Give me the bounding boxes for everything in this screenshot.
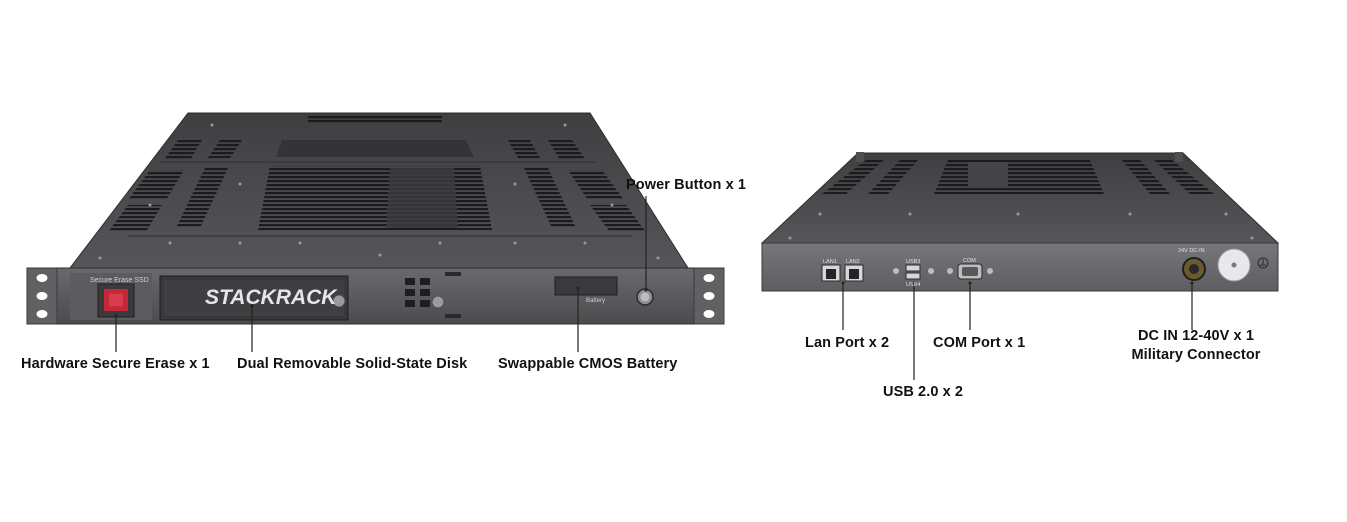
label-dual-removable-ssd: Dual Removable Solid-State Disk [237,356,468,372]
leader-lines [115,196,1193,380]
com-print: COM [963,258,976,264]
usb3-print: USB3 [906,259,920,265]
label-usb: USB 2.0 x 2 [883,384,964,400]
label-dc-in-line1: DC IN 12-40V x 1 [1137,328,1255,344]
label-hardware-secure-erase: Hardware Secure Erase x 1 [21,356,210,372]
label-lan-port: Lan Port x 2 [805,335,890,351]
lan1-print: LAN1 [823,259,837,265]
battery-print: Battery [586,298,605,304]
label-com-port: COM Port x 1 [933,335,1026,351]
label-power-button: Power Button x 1 [626,177,747,193]
label-dc-in: DC IN 12-40V x 1 Military Connector [1126,328,1266,363]
label-dc-in-line2: Military Connector [1131,347,1261,363]
brand-logo: STACKRACK [205,286,338,309]
usb4-print: USB4 [906,282,920,288]
front-chassis [26,112,725,325]
rear-chassis [760,152,1280,292]
label-swappable-cmos: Swappable CMOS Battery [498,356,678,372]
panel-print: Secure Erase SSD [90,277,149,284]
dc-print: 24V DC-IN [1178,248,1205,254]
lan2-print: LAN2 [846,259,860,265]
